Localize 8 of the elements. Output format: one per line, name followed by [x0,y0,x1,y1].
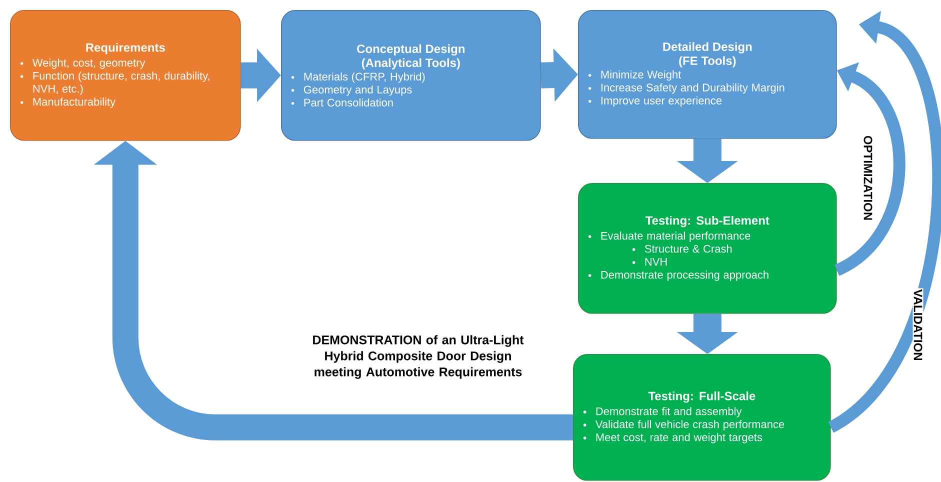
process-box: Conceptual Design (Analytical Tools) Materials (CFRP, Hybrid) Geometry and Layups Part Consolidation [281,10,541,141]
process-box: Testing: Full-Scale Demonstrate fit and assembly Validate full vehicle crash performance Meet cost, rate and weight targets [573,354,831,481]
edge-label: OPTIMIZATION [862,134,874,222]
process-box: Testing: Sub-Element Evaluate material performance Structure & Crash NVH Demonstrate processing approach [578,183,837,314]
process-box: Detailed Design (FE Tools) Minimize Weight Increase Safety and Durability Margin Improve user experience [578,10,837,139]
process-box: Requirements Weight, cost, geometry Function (structure, crash, durability, NVH, etc.) Manufacturability [10,10,241,141]
edge-label: VALIDATION [912,288,924,362]
caption-text: DEMONSTRATION of an Ultra-Light Hybrid Composite Door Design meeting Automotive Requirements [313,335,524,379]
